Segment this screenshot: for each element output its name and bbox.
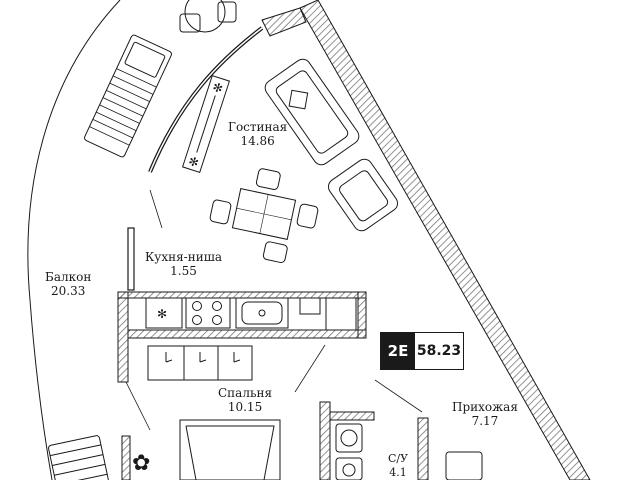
- sun-lounger-bottom: [48, 435, 110, 480]
- dining-table: [209, 168, 319, 264]
- sun-lounger: [84, 34, 172, 158]
- room-name: Спальня: [218, 386, 273, 400]
- room-area: 20.33: [50, 284, 86, 298]
- bathroom: [319, 401, 483, 480]
- room-hallway: Прихожая 7.17: [452, 400, 518, 428]
- room-area: 7.17: [471, 414, 499, 428]
- kitchen-wall-right: [357, 291, 367, 339]
- svg-text:✿: ✿: [132, 451, 150, 476]
- kitchen-wall-bottom: [127, 329, 367, 339]
- room-name: Кухня-ниша: [145, 250, 223, 264]
- kitchen-wall-top: [117, 291, 367, 299]
- balcony-outline: [27, 0, 121, 480]
- exterior-wall: [299, 0, 591, 480]
- bed: [179, 419, 281, 480]
- apartment-badge: 2E 58.23: [380, 332, 464, 370]
- svg-text:✻: ✻: [187, 154, 201, 170]
- room-bathroom: С/У 4.1: [388, 452, 408, 480]
- plant: ✿: [132, 451, 150, 476]
- apartment-type: 2E: [381, 333, 415, 369]
- kitchen-counter: ✻: [145, 297, 357, 331]
- room-balcony: Балкон 20.33: [45, 270, 91, 298]
- room-name: Прихожая: [452, 400, 518, 414]
- room-living: Гостиная 14.86: [228, 120, 287, 148]
- room-area: 14.86: [240, 134, 275, 148]
- svg-text:✻: ✻: [157, 307, 167, 321]
- exterior-wall-top: [261, 7, 307, 37]
- room-bedroom: Спальня 10.15: [218, 386, 272, 414]
- apartment-total-area: 58.23: [416, 343, 462, 359]
- bedroom-wall: [121, 435, 131, 480]
- wall-stub: [127, 227, 135, 291]
- kitchen-wall-left: [117, 291, 129, 383]
- room-area: 4.1: [389, 466, 407, 479]
- planter: ✻ ✻: [181, 74, 231, 174]
- round-table: [179, 0, 237, 33]
- armchair: [327, 158, 399, 232]
- room-name: Балкон: [45, 270, 92, 284]
- room-name: Гостиная: [228, 120, 288, 134]
- svg-text:✻: ✻: [211, 80, 225, 96]
- sofa: [264, 58, 360, 166]
- room-area: 10.15: [227, 400, 263, 414]
- room-area: 1.55: [170, 264, 197, 278]
- room-kitchen: Кухня-ниша 1.55: [145, 250, 222, 278]
- wardrobe: [147, 345, 253, 381]
- room-name: С/У: [388, 452, 409, 465]
